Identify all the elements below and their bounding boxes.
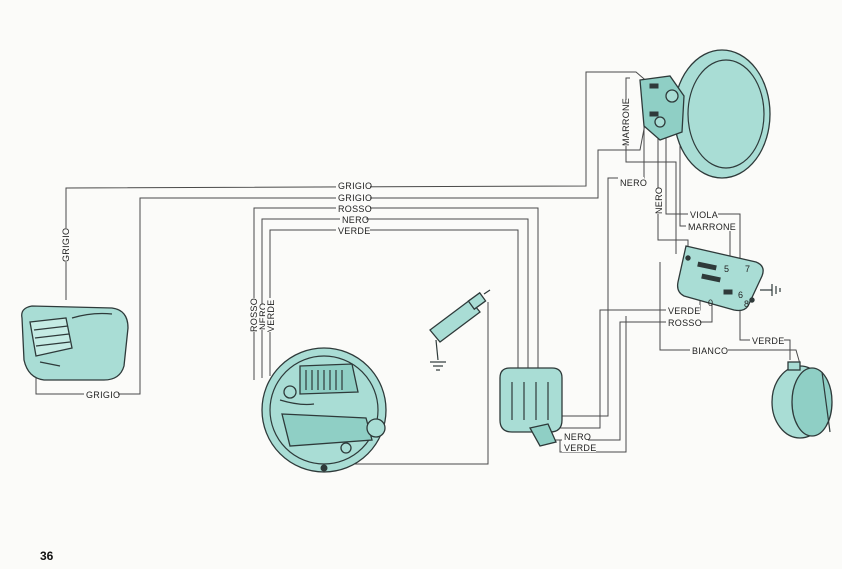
spark-plug <box>429 289 491 371</box>
label-grigio-left-vertical: GRIGIO <box>61 228 71 262</box>
label-rosso-switch: ROSSO <box>668 318 702 328</box>
label-bianco: BIANCO <box>692 346 728 356</box>
label-marrone-vertical: MARRONE <box>621 98 631 146</box>
label-rosso: ROSSO <box>338 204 372 214</box>
flywheel-magneto <box>261 347 387 473</box>
headlamp <box>639 49 771 179</box>
label-nero-vertical: NERO <box>258 303 268 330</box>
label-grigio-bottom: GRIGIO <box>86 390 120 400</box>
label-nero-right-vertical: NERO <box>654 187 664 214</box>
wire-labels: GRIGIO GRIGIO ROSSO NERO VERDE GRIGIO GR… <box>60 98 785 453</box>
label-verde: VERDE <box>338 226 371 236</box>
terminal-8: 8 <box>744 299 749 309</box>
label-rosso-vertical: ROSSO <box>249 298 259 332</box>
wire-nero <box>261 218 529 378</box>
wire-grigio-top <box>65 71 651 300</box>
label-marrone: MARRONE <box>688 222 736 232</box>
horn <box>771 361 833 439</box>
switch-terminal-numbers: 5 6 7 8 0 <box>708 264 750 309</box>
tail-lamp <box>21 305 129 381</box>
label-grigio-mid: GRIGIO <box>338 193 372 203</box>
wire-nero-right <box>548 110 645 417</box>
terminal-6: 6 <box>738 290 743 300</box>
label-viola: VIOLA <box>690 210 718 220</box>
label-nero-right: NERO <box>620 178 647 188</box>
label-nero-bottom: NERO <box>564 432 591 442</box>
wire-rosso <box>253 207 539 380</box>
wire-hv-to-magneto <box>342 302 489 465</box>
terminal-0: 0 <box>708 298 713 308</box>
terminal-5: 5 <box>724 264 729 274</box>
label-grigio-top: GRIGIO <box>338 181 372 191</box>
label-verde-switch: VERDE <box>668 306 701 316</box>
wire-marrone <box>625 77 677 254</box>
label-verde-vertical: VERDE <box>266 299 276 332</box>
page-number: 36 <box>40 549 54 563</box>
label-verde-horn: VERDE <box>752 336 785 346</box>
terminal-7: 7 <box>745 264 750 274</box>
wire-rosso-switch <box>548 300 713 441</box>
connector-block <box>499 367 563 447</box>
switch-panel <box>676 245 781 312</box>
label-verde-bottom: VERDE <box>564 443 597 453</box>
label-nero: NERO <box>342 215 369 225</box>
